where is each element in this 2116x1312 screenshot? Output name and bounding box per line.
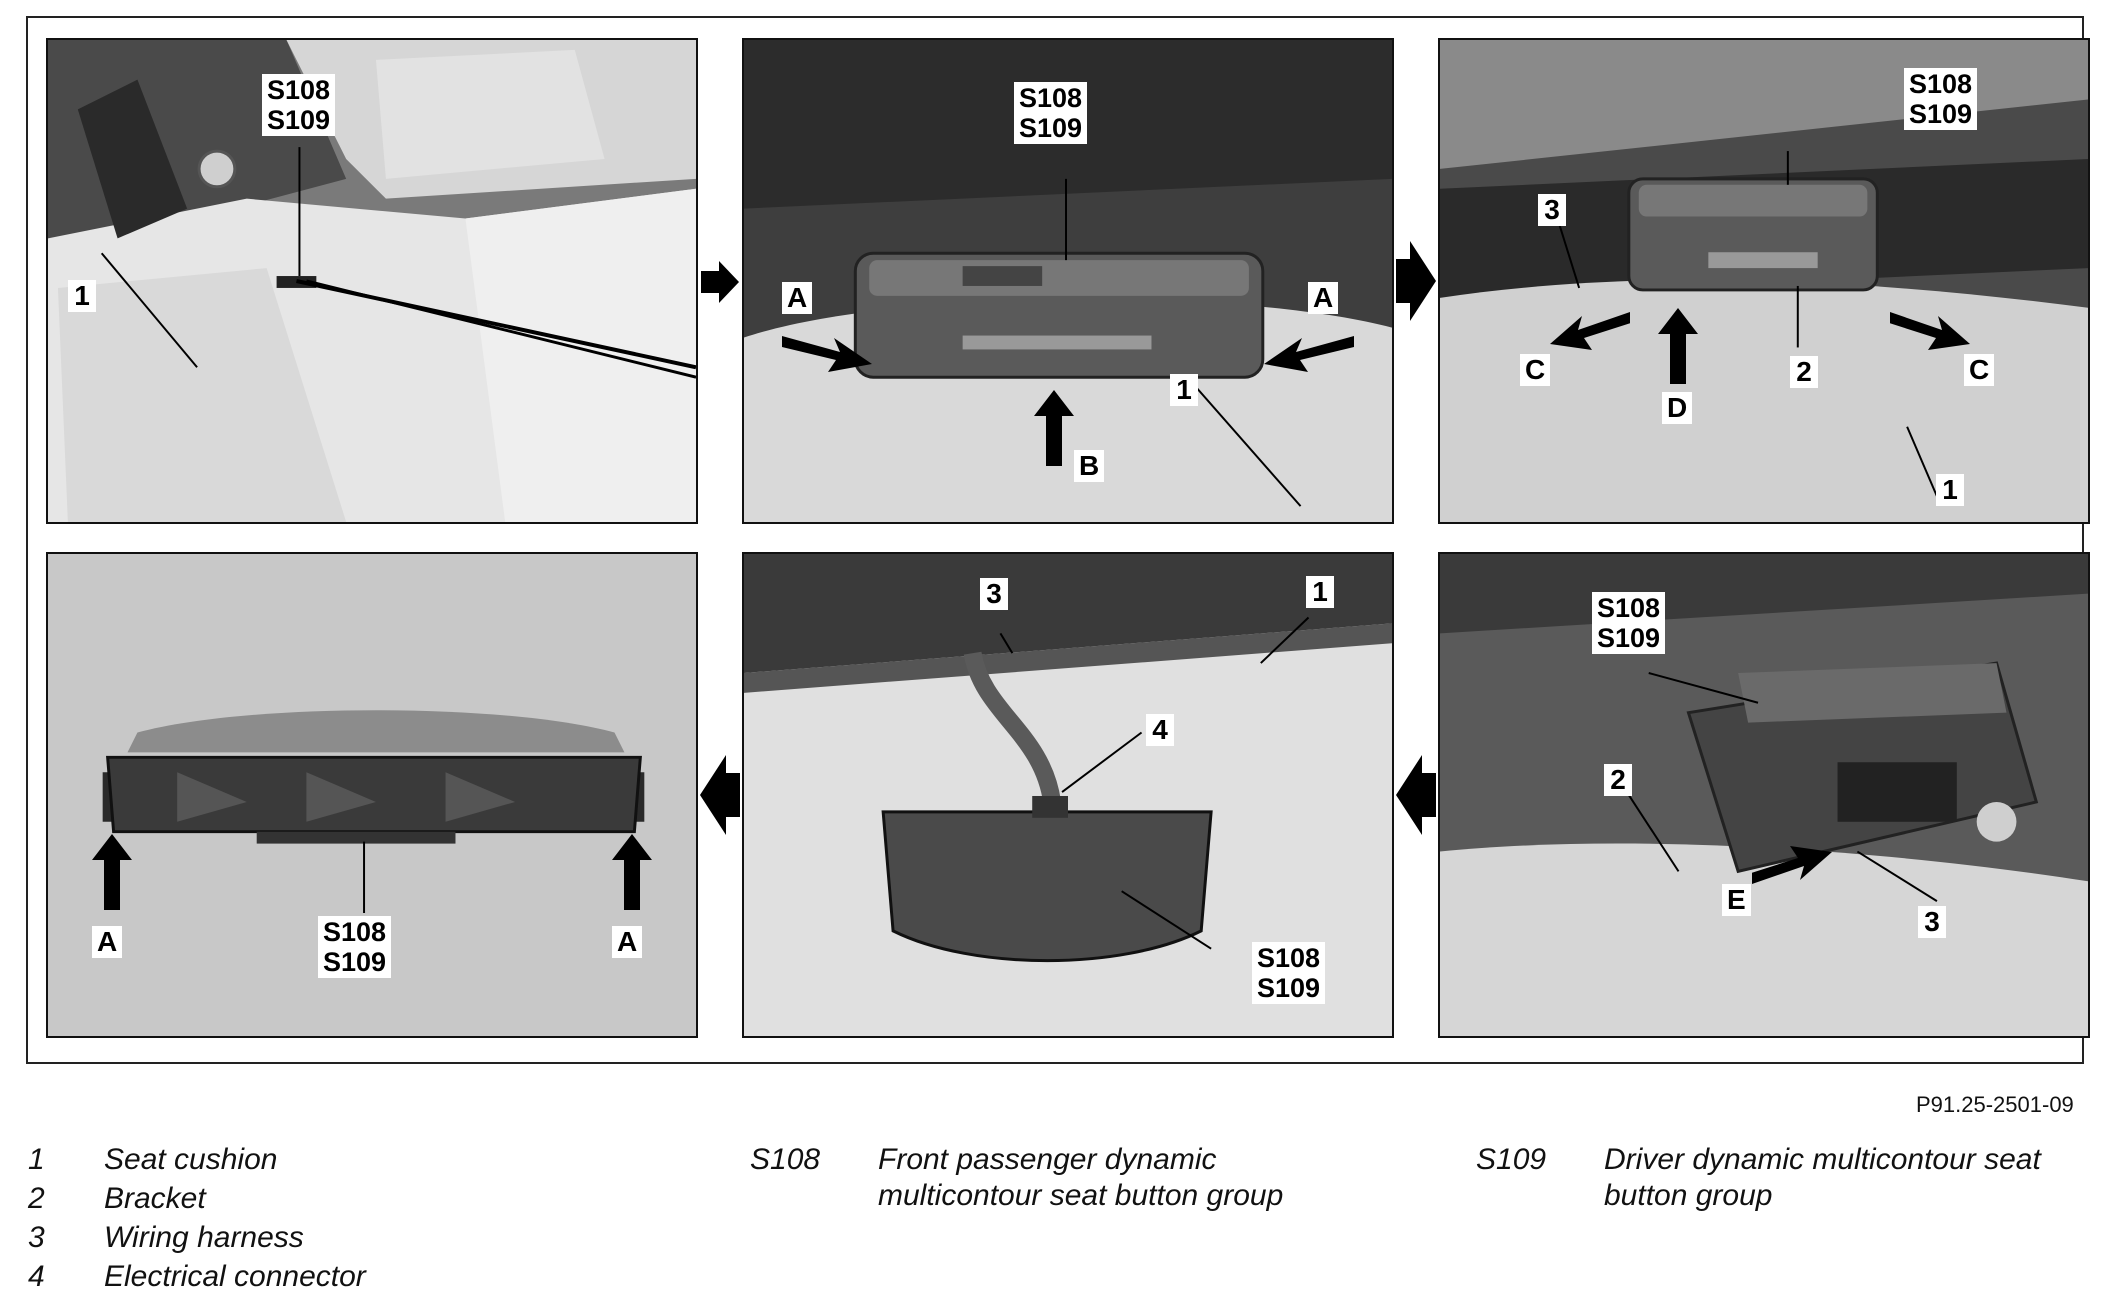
legend-text: Seat cushion — [104, 1143, 278, 1176]
flow-arrow-2-to-3 — [1396, 241, 1436, 321]
arrow-a-left-up — [92, 834, 132, 910]
label-b: B — [1074, 450, 1105, 482]
photo-panel-3: S108 S109 3 C C D 2 1 — [1438, 38, 2090, 524]
flow-arrow-5-to-4 — [700, 755, 740, 835]
legend-s108: S108 Front passenger dynamic multicontou… — [750, 1142, 1370, 1222]
legend-text: Bracket — [104, 1182, 206, 1215]
label-s108: S108 — [267, 75, 331, 105]
label-s108: S108 — [323, 917, 387, 947]
bracket-release-photo — [1440, 40, 2088, 522]
photo-panel-6: S108 S109 2 E 3 — [1438, 552, 2090, 1038]
legend-text: Wiring harness — [104, 1221, 304, 1254]
arrow-b-up — [1034, 390, 1074, 466]
label-s108: S108 — [1257, 943, 1321, 973]
label-3: 3 — [1918, 906, 1946, 938]
label-a-right: A — [612, 926, 643, 958]
legend-code: S109 — [1476, 1143, 1547, 1176]
label-2: 2 — [1790, 356, 1818, 388]
flow-arrow-1-to-2 — [701, 261, 739, 303]
bracket-removal-photo — [1440, 554, 2088, 1036]
label-e: E — [1722, 884, 1751, 916]
label-a-left: A — [782, 282, 813, 314]
label-c-left: C — [1520, 354, 1551, 386]
legend-text: button group — [1604, 1179, 1773, 1212]
legend-code: S108 — [750, 1143, 821, 1176]
label-s109: S109 — [1597, 623, 1661, 653]
label-s108-s109: S108 S109 — [1252, 942, 1326, 1004]
label-4: 4 — [1146, 714, 1174, 746]
label-1: 1 — [1170, 374, 1198, 406]
label-s109: S109 — [1909, 99, 1973, 129]
flow-arrow-6-to-5 — [1396, 755, 1436, 835]
legend-text: Driver dynamic multicontour seat — [1604, 1143, 2041, 1176]
photo-panel-2: S108 S109 A A B 1 — [742, 38, 1394, 524]
legend-s109: S109 Driver dynamic multicontour seat bu… — [1476, 1142, 2096, 1222]
photo-panel-4: A A S108 S109 — [46, 552, 698, 1038]
arrow-c-left — [1550, 312, 1630, 350]
label-1: 1 — [1306, 576, 1334, 608]
legend-text: multicontour seat button group — [878, 1179, 1284, 1212]
label-d: D — [1662, 392, 1693, 424]
label-s108-s109: S108 S109 — [318, 916, 392, 978]
label-3: 3 — [1538, 194, 1566, 226]
photo-panel-1: S108 S109 1 — [46, 38, 698, 524]
arrow-a-left — [782, 336, 872, 372]
legend-code: 4 — [28, 1260, 45, 1293]
figure-frame: S108 S109 1 S108 S109 A — [26, 16, 2090, 1064]
label-c-right: C — [1964, 354, 1995, 386]
label-s108: S108 — [1909, 69, 1973, 99]
arrow-e — [1752, 846, 1832, 884]
label-s108-s109: S108 S109 — [1592, 592, 1666, 654]
legend-text: Electrical connector — [104, 1260, 366, 1293]
legend-text: Front passenger dynamic — [878, 1143, 1217, 1176]
figure-id: P91.25-2501-09 — [1916, 1092, 2074, 1117]
legend-code: 1 — [28, 1143, 45, 1176]
label-a-right: A — [1308, 282, 1339, 314]
connector-disconnect-photo — [744, 554, 1392, 1036]
legend-code: 3 — [28, 1221, 45, 1254]
label-s108: S108 — [1019, 83, 1083, 113]
label-s109: S109 — [1019, 113, 1083, 143]
label-s108-s109: S108 S109 — [1904, 68, 1978, 130]
seat-console-photo — [48, 40, 696, 522]
label-s108: S108 — [1597, 593, 1661, 623]
photo-panel-5: 3 4 1 S108 S109 — [742, 552, 1394, 1038]
label-s109: S109 — [323, 947, 387, 977]
label-3: 3 — [980, 578, 1008, 610]
arrow-a-right — [1264, 336, 1354, 372]
label-2: 2 — [1604, 764, 1632, 796]
label-1: 1 — [1936, 474, 1964, 506]
label-s108-s109: S108 S109 — [1014, 82, 1088, 144]
arrow-a-right-up — [612, 834, 652, 910]
arrow-c-right — [1890, 312, 1970, 350]
label-s109: S109 — [1257, 973, 1321, 1003]
label-a-left: A — [92, 926, 123, 958]
legend-numbered: 1 Seat cushion 2 Bracket 3 Wiring harnes… — [28, 1142, 488, 1302]
label-s109: S109 — [267, 105, 331, 135]
legend-code: 2 — [28, 1182, 45, 1215]
label-1: 1 — [68, 280, 96, 312]
label-s108-s109: S108 S109 — [262, 74, 336, 136]
arrow-d-up — [1658, 308, 1698, 384]
